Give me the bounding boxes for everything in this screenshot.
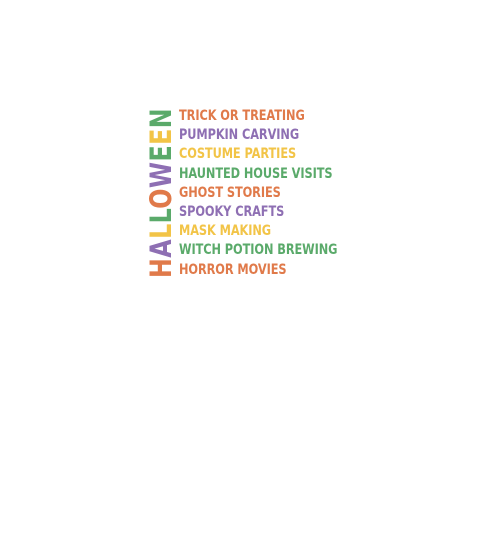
activity-item: HAUNTED HOUSE VISITS — [179, 165, 333, 182]
activity-list: TRICK OR TREATING PUMPKIN CARVING COSTUM… — [179, 107, 377, 280]
activity-item: SPOOKY CRAFTS — [179, 203, 285, 220]
vertical-title-halloween: HALLOWEEN — [140, 105, 176, 280]
vertical-title-letter: N — [144, 108, 176, 128]
vertical-title-svg: HALLOWEEN — [144, 108, 176, 278]
activity-item: MASK MAKING — [179, 223, 272, 240]
vertical-title-letter: E — [144, 145, 176, 162]
activity-item: PUMPKIN CARVING — [179, 127, 300, 144]
activity-item: HORROR MOVIES — [179, 261, 287, 278]
activity-item: GHOST STORIES — [179, 184, 281, 201]
activity-item: COSTUME PARTIES — [179, 146, 297, 163]
activity-item: TRICK OR TREATING — [179, 108, 305, 124]
vertical-title-letter: L — [144, 209, 176, 224]
vertical-title-letter: H — [144, 258, 176, 278]
vertical-title-text: HALLOWEEN — [144, 108, 176, 278]
vertical-title-letter: E — [144, 128, 176, 145]
vertical-title-letter: W — [144, 162, 176, 189]
vertical-title-letter: O — [144, 188, 176, 209]
activity-item: WITCH POTION BREWING — [179, 242, 338, 259]
halloween-design: HALLOWEEN TRICK OR TREATING PUMPKIN CARV… — [140, 105, 340, 280]
vertical-title-letter: A — [144, 239, 176, 258]
vertical-title-letter: L — [144, 223, 176, 239]
